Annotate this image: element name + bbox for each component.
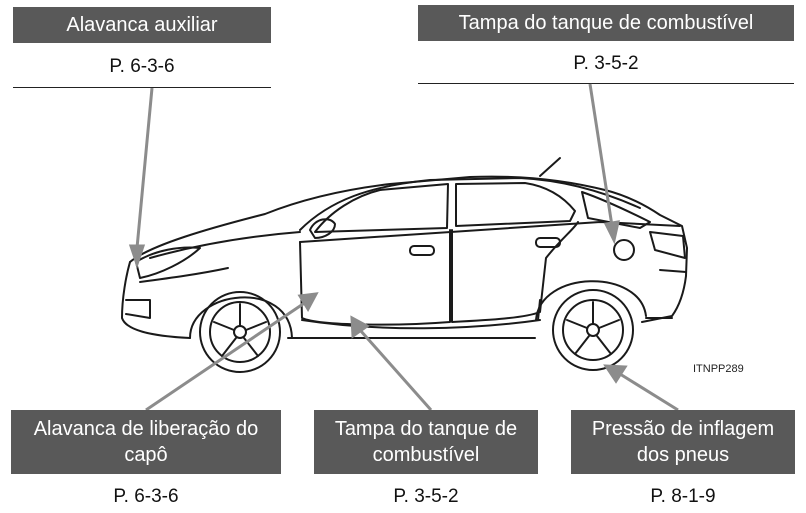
callout-label-auxiliary-lever: Alavanca auxiliar [13, 7, 271, 43]
callout-label-tire-pressure: Pressão de inflagem dos pneus [571, 410, 795, 474]
leader-auxiliary-lever [135, 87, 154, 249]
callout-label-fuel-cap-top: Tampa do tanque de combustível [418, 5, 794, 41]
car-headlight [135, 246, 201, 279]
callout-ref-tire-pressure: P. 8-1-9 [650, 486, 716, 507]
image-code: ITNPP289 [693, 363, 744, 375]
car-fuel-lid [613, 239, 635, 261]
callout-ref-fuel-cap-top: P. 3-5-2 [573, 53, 639, 74]
callout-label-hood-release: Alavanca de liberação do capô [11, 410, 281, 474]
car-quarter-window [581, 191, 651, 229]
callout-label-fuel-cap-bottom: Tampa do tanque de combustível [314, 410, 538, 474]
callout-ref-hood-release: P. 6-3-6 [113, 486, 179, 507]
car-rear-wheel [552, 289, 634, 371]
callout-ref-auxiliary-lever: P. 6-3-6 [109, 56, 175, 77]
leader-tire-pressure [619, 372, 679, 412]
callout-ref-fuel-cap-bottom: P. 3-5-2 [393, 486, 459, 507]
car-side-mirror [309, 218, 336, 239]
car-front-door [299, 229, 451, 326]
callout-rule-auxiliary-lever [13, 87, 271, 88]
car-rear-window [455, 182, 576, 227]
callout-rule-fuel-cap-top [418, 83, 794, 84]
car-front-wheel [199, 291, 281, 373]
leader-fuel-cap-bottom [358, 329, 433, 411]
car-body-outline [129, 175, 688, 323]
leader-fuel-cap-top [588, 83, 614, 227]
car-front-window [314, 183, 449, 233]
car-rear-door [451, 221, 579, 323]
leader-hood-release [145, 300, 307, 412]
